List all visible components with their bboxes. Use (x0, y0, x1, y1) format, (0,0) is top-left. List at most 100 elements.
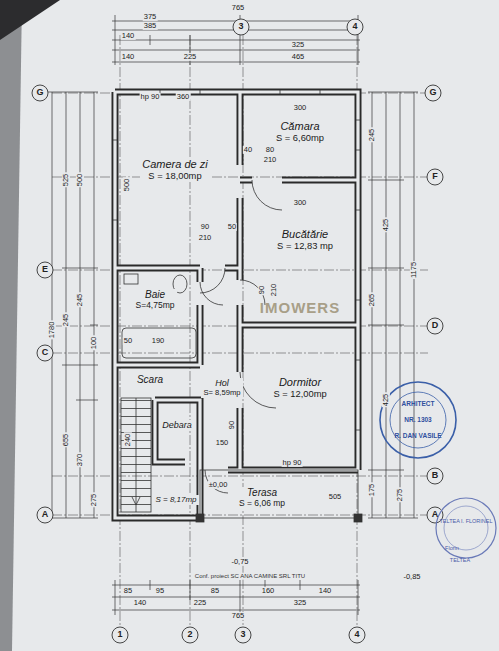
dimension: 240 (124, 433, 132, 448)
room-label: CămaraS = 6,60mp (274, 120, 326, 143)
dimension: 360 (176, 93, 191, 101)
dimension: 175 (368, 483, 376, 498)
dimension: 370 (76, 453, 84, 468)
axis-label: A (431, 510, 440, 520)
dimension: 1175 (410, 261, 418, 279)
dimension: 375 (143, 13, 158, 21)
room-name: Hol (203, 378, 240, 388)
room-area: S = 12,00mp (273, 389, 326, 400)
axis-label: G (35, 88, 44, 98)
room-label: BaieS=4,75mp (134, 289, 177, 310)
room-name: Terasa (239, 487, 285, 499)
dimension: 500 (123, 178, 131, 193)
axis-label: 4 (351, 22, 358, 32)
dimension: 50 (227, 223, 237, 231)
dimension: 385 (143, 22, 158, 30)
dimension: 50 (123, 337, 133, 345)
room-area: S = 6,60mp (276, 133, 324, 144)
dimension: 210 (198, 234, 213, 242)
room-name: Debara (162, 420, 192, 430)
dimension: 765 (231, 4, 246, 12)
axis-label: F (431, 172, 439, 182)
dimension: 160 (261, 587, 276, 595)
axis-label: B (431, 471, 440, 481)
room-label: DormitorS = 12,00mp (271, 376, 328, 399)
room-area: S= 8,59mp (203, 389, 240, 398)
axis-label: 3 (237, 22, 244, 32)
room-area: S = 12,83 mp (277, 241, 333, 252)
dimension: ±0,00 (208, 481, 229, 489)
dimension: hp 90 (282, 459, 303, 467)
room-label: S = 8,17mp (153, 495, 198, 504)
dimension: 300 (293, 104, 308, 112)
room-name: Baie (136, 289, 175, 301)
dimension: 40 (243, 146, 253, 154)
dimension: 140 (121, 53, 136, 61)
stamp-text: Florin (444, 545, 460, 551)
dimension: 265 (368, 293, 376, 308)
dimension: 465 (291, 53, 306, 61)
dimension: 140 (133, 599, 148, 607)
dimension: 245 (62, 313, 70, 328)
dimension: 95 (155, 587, 165, 595)
dimension: 765 (231, 612, 246, 620)
dimension: 425 (382, 218, 390, 233)
dimension: 425 (382, 393, 390, 408)
room-label: TerasaS = 6,06 mp (237, 487, 287, 508)
dimension: 225 (183, 53, 198, 61)
stamp-text: TELTEA (449, 557, 471, 563)
dimension: 85 (210, 587, 220, 595)
dimension: 85 (123, 587, 133, 595)
dimension: 140 (121, 32, 136, 40)
room-name: Cămara (276, 120, 324, 133)
dimension: 210 (270, 283, 278, 298)
axis-label: D (431, 321, 440, 331)
dimension: 90 (228, 420, 236, 430)
room-name: Scara (137, 374, 163, 386)
dimension: 90 (258, 285, 266, 295)
axis-label: C (41, 348, 50, 358)
room-label: HolS= 8,59mp (201, 378, 242, 397)
dimension: 275 (90, 493, 98, 508)
dimension: hp 90 (140, 93, 161, 101)
room-name: Dormitor (273, 376, 326, 389)
room-area: S = 6,06 mp (239, 499, 285, 509)
room-area: S = 18,00mp (142, 171, 207, 182)
room-label: Camera de ziS = 18,00mp (140, 158, 209, 181)
room-label: BucătărieS = 12,83 mp (275, 228, 335, 251)
room-name: Bucătărie (277, 228, 333, 241)
dimension: 140 (318, 587, 333, 595)
axis-label: 2 (186, 630, 193, 640)
dimension: 245 (76, 293, 84, 308)
stamp-text: ARHITECT (401, 400, 436, 407)
axis-label: A (41, 510, 50, 520)
dimension: 655 (62, 433, 70, 448)
dimension: -0,75 (230, 558, 249, 566)
room-area: S=4,75mp (136, 301, 175, 311)
watermark: IMOWERS (259, 300, 341, 317)
dimension: 325 (291, 41, 306, 49)
dimension: -0,85 (402, 573, 421, 581)
axis-label: 4 (353, 630, 360, 640)
room-name: Camera de zi (142, 158, 207, 171)
axis-label: 3 (239, 630, 246, 640)
dimension: 525 (62, 173, 70, 188)
dimension: 1780 (48, 321, 56, 340)
caption: Conf. proiect SC ANA CAMINE SRL TITU (194, 573, 306, 580)
dimension: 505 (328, 493, 343, 501)
stamp-text: R. DAN VASILE (393, 432, 442, 439)
dimension: 210 (263, 156, 278, 164)
dimension: 150 (215, 439, 230, 447)
room-name: S = 8,17mp (155, 495, 196, 504)
axis-label: G (428, 88, 437, 98)
dimension: 325 (293, 599, 308, 607)
axis-label: 1 (116, 630, 123, 640)
axis-label: E (41, 265, 49, 275)
room-label: Scara (135, 374, 165, 386)
dimension: 190 (151, 337, 166, 345)
dimension: 225 (193, 599, 208, 607)
dimension: 80 (265, 146, 275, 154)
room-label: Debara (160, 420, 194, 430)
stamp-text: NR. 1303 (403, 416, 432, 423)
